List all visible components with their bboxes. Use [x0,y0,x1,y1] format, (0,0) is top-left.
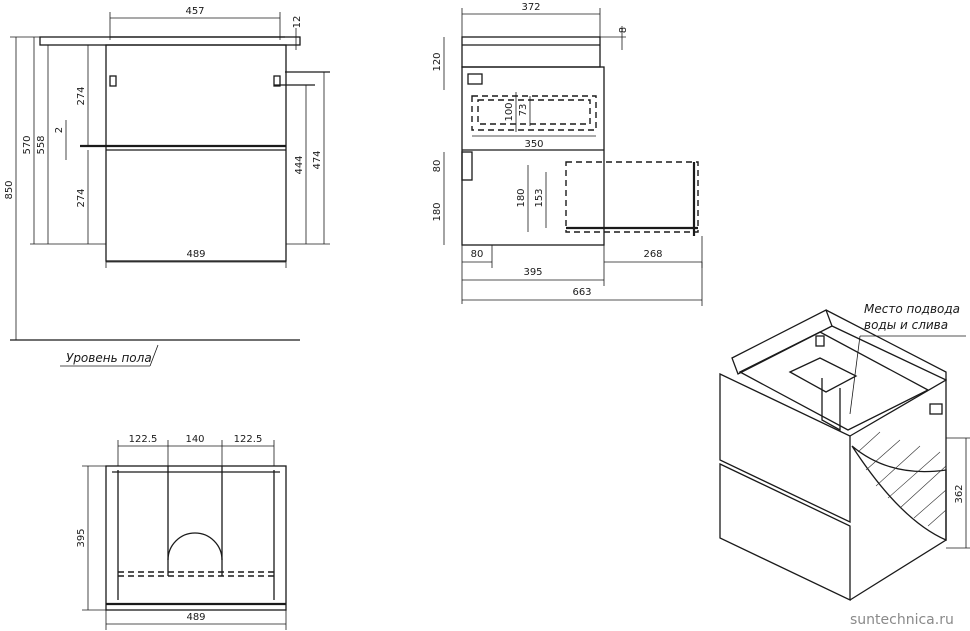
side-upper-drawer [471,95,597,131]
dim-total-height: 850 [4,36,40,340]
side-hinge [467,73,483,85]
dim-inner-180: 180 [516,165,529,232]
side-lower-drawer [565,161,699,233]
dim-label-12: 12 [292,16,303,29]
dim-top-depth: 372 [461,2,601,37]
dim-lower-drawer: 274 [76,150,89,244]
dim-label-140: 140 [185,434,204,445]
iso-note-line-1: Место подвода [864,302,960,316]
iso-hatch [857,431,947,527]
iso-upper-front [719,372,851,524]
dim-label-73: 73 [518,104,529,117]
iso-inner-drawer [738,331,930,431]
dim-lower-180: 180 [432,180,445,245]
iso-inner-drawer-2 [788,357,858,393]
dim-label-8: 8 [618,27,629,33]
dim-label-457: 457 [185,6,204,17]
floor-leader-tick [149,344,159,367]
dim-top-thickness: 12 [285,16,303,50]
dim-label-570: 570 [22,135,33,154]
dim-upper-drawer: 274 [76,45,89,146]
side-top-block [461,36,601,68]
front-view: 457 12 850 570 558 274 [4,6,330,367]
dim-depth-395: 395 [461,245,605,304]
top-outline [105,465,287,611]
dim-label-268: 268 [643,249,662,260]
dim-label-489-front: 489 [186,249,205,260]
iso-note-line-2: воды и слива [864,318,948,332]
side-view: 372 8 120 100 73 350 80 [432,2,703,306]
dim-top-left-gap: 122.5 [117,434,169,466]
dim-label-558: 558 [36,135,47,154]
iso-right-side [849,378,947,601]
dim-top-width: 457 [109,6,281,40]
dim-height-558: 558 [30,45,106,245]
dim-extension-268: 268 [604,236,703,268]
iso-top [731,309,833,375]
front-countertop [39,36,301,46]
dim-label-663: 663 [572,287,591,298]
dim-label-122-left: 122.5 [129,434,158,445]
dim-gap: 2 [54,120,67,160]
front-hinge-right [273,75,281,87]
iso-view: Место подвода воды и слива 362 [719,302,970,602]
dim-top-width-489: 489 [105,610,287,630]
side-lower-step [461,151,473,181]
dim-label-395-side: 395 [523,267,542,278]
dim-inner-153: 153 [534,172,547,228]
dim-top-right-gap: 122.5 [222,434,275,466]
iso-bracket-2 [815,335,825,347]
watermark: suntechnica.ru [850,612,954,628]
dim-top-depth-395: 395 [76,465,106,611]
dim-lower-80: 80 [432,152,445,180]
dim-label-350: 350 [524,139,543,150]
iso-cutout [851,445,947,541]
dim-label-362: 362 [954,484,965,503]
dim-label-80-h: 80 [471,249,484,260]
iso-top-right [825,309,947,382]
dim-inner-73: 73 [518,96,531,126]
dim-side-444: 444 [286,85,330,245]
dim-label-80-v: 80 [432,160,443,173]
dim-label-2: 2 [54,127,65,133]
dim-bottom-width: 489 [105,249,287,268]
dim-label-180-inner: 180 [516,188,527,207]
dim-label-489-top: 489 [186,612,205,623]
iso-lower-front [719,462,851,602]
dim-label-122-right: 122.5 [234,434,263,445]
dim-top-thickness-8: 8 [600,26,629,50]
dim-label-372: 372 [521,2,540,13]
dim-label-850: 850 [4,180,15,199]
dim-label-395-top: 395 [76,528,87,547]
dim-side-474: 474 [312,72,325,244]
top-view: 122.5 140 122.5 395 489 [76,434,287,630]
dim-drawer-350: 350 [472,135,596,150]
dim-iso-362: 362 [946,437,970,549]
dim-label-100: 100 [504,102,515,121]
top-siphon-cutout [167,532,223,561]
dim-inner-100: 100 [504,92,517,132]
front-cabinet-body [105,44,287,262]
floor-level-label: Уровень пола [66,351,152,365]
dim-total-663: 663 [462,262,703,306]
dim-label-444: 444 [294,155,305,174]
dim-label-474: 474 [312,150,323,169]
dim-height-570: 570 [22,37,35,244]
dim-label-274-lower: 274 [76,188,87,207]
iso-bracket [929,403,943,415]
dim-label-180-outer: 180 [432,202,443,221]
front-hinge-left [109,75,117,87]
side-body [461,66,605,246]
dim-label-120: 120 [432,52,443,71]
iso-note-leader-2 [849,335,861,415]
dim-label-153: 153 [534,188,545,207]
side-upper-drawer-inner [477,99,591,125]
dim-label-274-upper: 274 [76,86,87,105]
dim-upper-120: 120 [432,37,445,90]
iso-inner-post [821,378,841,432]
dim-base-80: 80 [462,245,493,268]
dim-top-center-gap: 140 [168,434,223,466]
